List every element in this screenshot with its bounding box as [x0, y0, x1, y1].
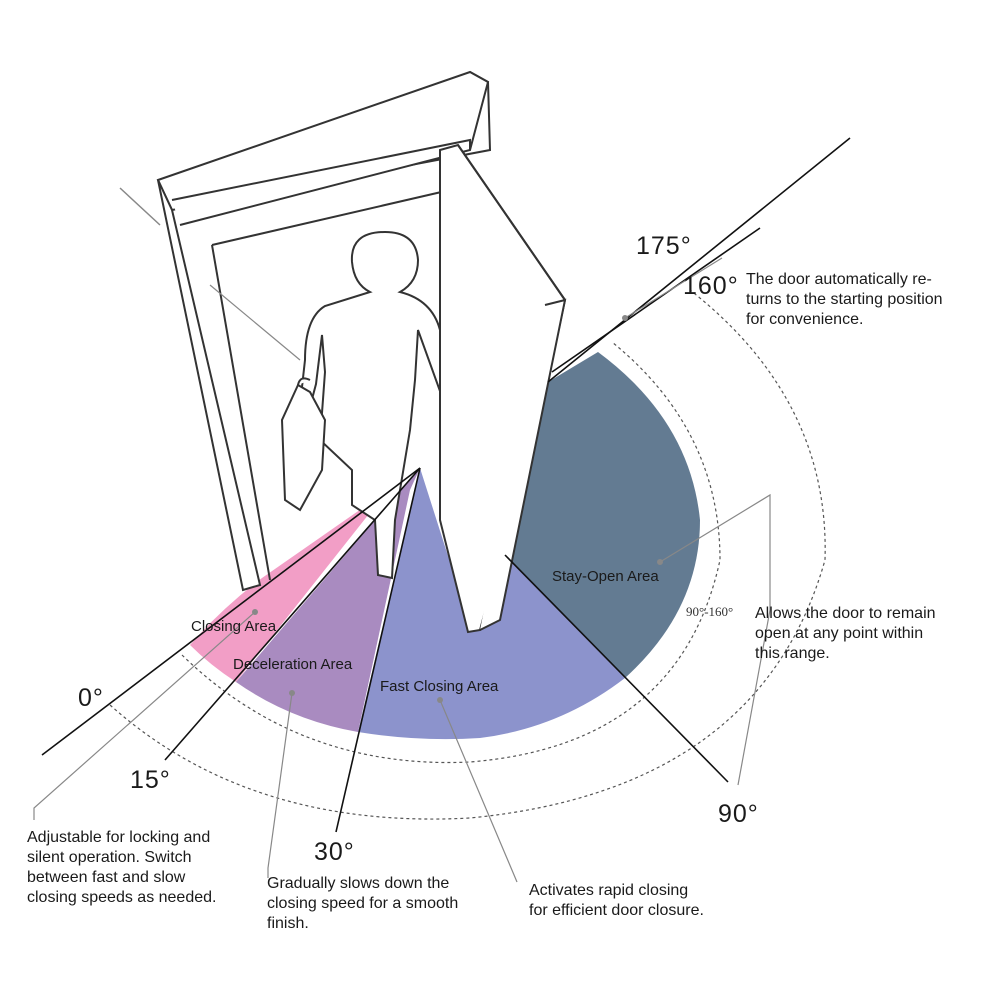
- inner-dashed-arc: [181, 341, 721, 764]
- angle-label-90: 90°: [718, 800, 759, 828]
- stay-open-area-sector: [505, 352, 700, 678]
- note-stay-open: Allows the door to remain open at any po…: [755, 605, 936, 662]
- angle-lines: [41, 137, 851, 833]
- angle-label-160: 160°: [683, 272, 739, 300]
- angle-label-15: 15°: [130, 766, 171, 794]
- leader-dot-closing: [252, 609, 258, 615]
- zone-label-fast-closing: Fast Closing Area: [380, 678, 499, 695]
- outer-dashed-arc: [109, 289, 826, 820]
- note-fast-closing: Activates rapid closing for efficient do…: [529, 882, 704, 919]
- door-frame: [156, 70, 492, 592]
- leader-dot-stay-open: [657, 559, 663, 565]
- angle-range-label: 90°-160°: [686, 604, 734, 619]
- leader-dot-auto-return: [622, 315, 628, 321]
- leader-lines: [33, 257, 771, 883]
- person-silhouette: [280, 230, 464, 580]
- deceleration-area-sector: [236, 468, 420, 732]
- leader-dot-fast-closing: [437, 697, 443, 703]
- angle-label-175: 175°: [636, 232, 692, 260]
- zone-label-closing: Closing Area: [191, 618, 277, 635]
- zone-label-stay-open: Stay-Open Area: [552, 568, 659, 585]
- note-auto-return: The door automatically re- turns to the …: [746, 271, 943, 328]
- angle-label-0: 0°: [78, 684, 104, 712]
- angle-label-30: 30°: [314, 838, 355, 866]
- leader-dot-deceleration: [289, 690, 295, 696]
- note-deceleration: Gradually slows down the closing speed f…: [267, 875, 459, 932]
- zone-label-deceleration: Deceleration Area: [233, 656, 353, 673]
- closing-area-sector: [190, 468, 420, 682]
- note-closing: Adjustable for locking and silent operat…: [27, 829, 217, 906]
- door-leaf: [439, 143, 567, 634]
